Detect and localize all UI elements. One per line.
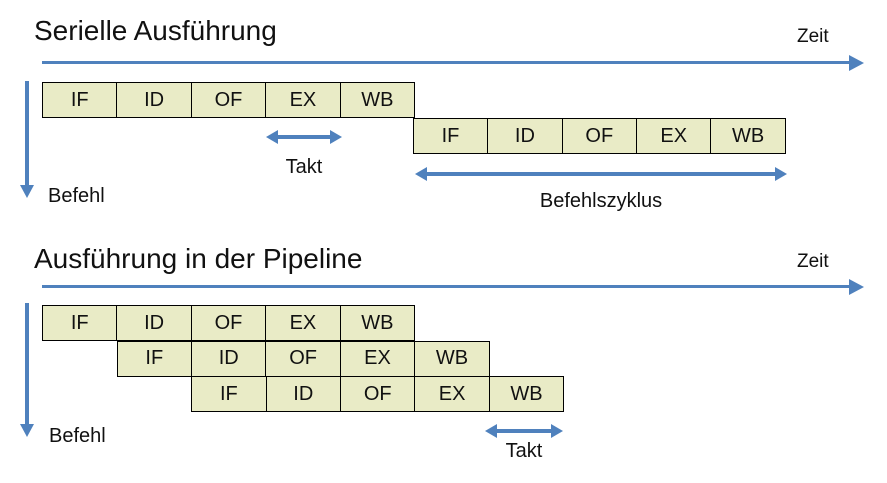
takt-span-arrow-serial <box>266 130 342 143</box>
stage-cell: OF <box>191 305 267 341</box>
pipeline-instruction-1-row: IF ID OF EX WB <box>42 305 416 341</box>
pipeline-instruction-2-row: IF ID OF EX WB <box>116 340 490 377</box>
stage-cell: OF <box>341 376 416 413</box>
befehl-label-serial: Befehl <box>48 185 105 207</box>
pipeline-instruction-3-row: IF ID OF EX WB <box>191 376 565 413</box>
takt-label-pipeline: Takt <box>505 440 543 462</box>
stage-cell: EX <box>340 340 416 377</box>
stage-cell: WB <box>489 376 565 413</box>
instruction-axis-arrow-pipeline <box>20 303 33 437</box>
stage-cell: OF <box>562 118 638 154</box>
befehlszyklus-label: Befehlszyklus <box>539 190 663 212</box>
section-pipeline-title: Ausführung in der Pipeline <box>34 243 363 274</box>
stage-cell: WB <box>340 305 416 341</box>
stage-cell: WB <box>340 82 416 118</box>
stage-cell: OF <box>266 340 341 377</box>
stage-cell: IF <box>191 376 267 413</box>
time-axis-arrow-pipeline <box>42 278 864 295</box>
stage-cell: WB <box>415 340 490 377</box>
befehlszyklus-span-arrow <box>415 167 787 180</box>
instruction-axis-arrow-serial <box>20 81 33 198</box>
stage-cell: IF <box>412 118 489 154</box>
takt-label-serial: Takt <box>285 156 323 178</box>
takt-span-arrow-pipeline <box>485 424 563 437</box>
stage-cell: ID <box>117 305 192 341</box>
stage-cell: ID <box>117 82 192 118</box>
stage-cell: ID <box>192 340 267 377</box>
stage-cell: OF <box>191 82 267 118</box>
serial-instruction-1-row: IF ID OF EX WB <box>42 82 416 118</box>
stage-cell: ID <box>266 376 341 413</box>
section-serial-title: Serielle Ausführung <box>34 15 277 46</box>
time-axis-label-serial: Zeit <box>797 26 829 47</box>
time-axis-label-pipeline: Zeit <box>797 251 829 272</box>
stage-cell: ID <box>488 118 563 154</box>
time-axis-arrow-serial <box>42 54 864 71</box>
stage-cell: IF <box>42 82 118 118</box>
stage-cell: EX <box>266 82 341 118</box>
stage-cell: EX <box>415 376 490 413</box>
stage-cell: EX <box>637 118 712 154</box>
stage-cell: WB <box>711 118 786 154</box>
stage-cell: IF <box>116 340 192 377</box>
stage-cell: IF <box>42 305 118 341</box>
befehl-label-pipeline: Befehl <box>49 425 106 447</box>
serial-instruction-2-row: IF ID OF EX WB <box>412 118 786 154</box>
stage-cell: EX <box>266 305 341 341</box>
